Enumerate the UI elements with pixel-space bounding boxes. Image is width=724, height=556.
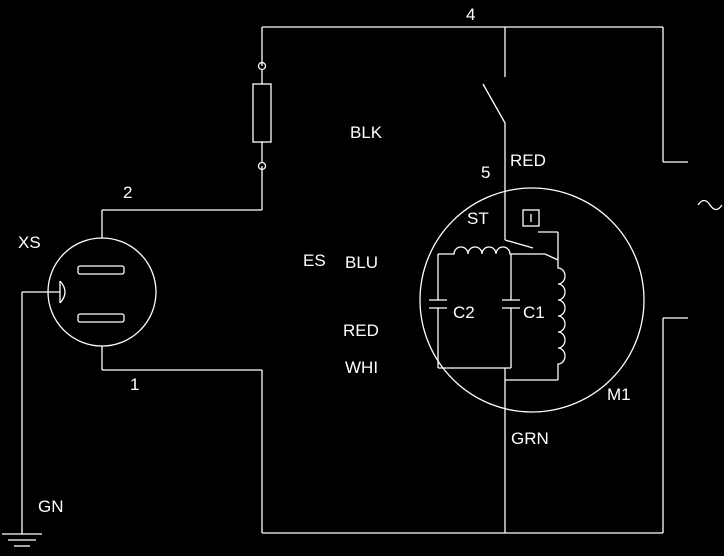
- es-label: ES: [303, 251, 326, 270]
- c1-label: C1: [523, 303, 545, 322]
- red-mid-label: RED: [343, 321, 379, 340]
- motor-label: M1: [607, 385, 631, 404]
- switch-icon: [482, 83, 506, 124]
- motor: [419, 187, 645, 413]
- c2-label: C2: [453, 303, 475, 322]
- labels: 4 2 1 5 XS GN BLK RED ST ES BLU C2 C1 RE…: [18, 5, 631, 516]
- node-4-label: 4: [466, 5, 475, 24]
- start-winding: [438, 246, 559, 261]
- wiring: [101, 26, 688, 534]
- whi-label: WHI: [345, 358, 378, 377]
- grn-label: GRN: [511, 429, 549, 448]
- socket-icon: [47, 237, 157, 347]
- node-1-label: 1: [130, 375, 139, 394]
- fuse-icon: [252, 61, 272, 171]
- node-5-label: 5: [481, 163, 490, 182]
- ground-label: GN: [38, 497, 64, 516]
- node-2-label: 2: [123, 183, 132, 202]
- ac-source-icon: [697, 199, 723, 211]
- thermal-protector-icon: [504, 209, 559, 260]
- blu-label: BLU: [345, 253, 378, 272]
- socket-label: XS: [18, 233, 41, 252]
- motor-housing: [419, 187, 645, 413]
- ground-icon: [2, 291, 60, 547]
- st-label: ST: [467, 209, 489, 228]
- main-winding: [557, 260, 566, 380]
- red-top-label: RED: [510, 151, 546, 170]
- blk-label: BLK: [350, 123, 383, 142]
